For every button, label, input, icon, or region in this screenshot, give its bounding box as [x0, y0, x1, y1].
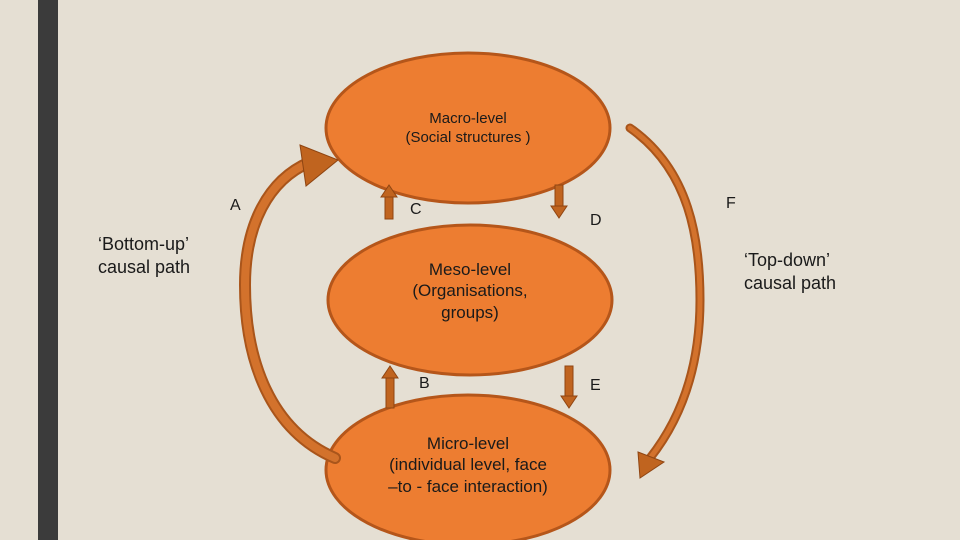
- arrow-d: [550, 184, 568, 219]
- arrow-c: [380, 184, 398, 220]
- top-down-causal-path-label: ‘Top-down’ causal path: [744, 249, 836, 294]
- arrow-e-label: E: [590, 377, 601, 394]
- meso-level-subtitle-2: groups): [441, 302, 499, 322]
- macro-level-ellipse: [324, 51, 612, 205]
- micro-level-text: Micro-level (individual level, face –to …: [358, 433, 578, 497]
- top-down-subtitle: causal path: [744, 272, 837, 293]
- macro-level-text: Macro-level (Social structures ): [368, 110, 568, 148]
- meso-level-title: Meso-level: [428, 260, 512, 279]
- bottom-up-title: ‘Bottom-up’: [98, 234, 190, 254]
- meso-level-ellipse: [326, 223, 614, 377]
- micro-level-subtitle-2: –to - face interaction): [388, 476, 548, 496]
- arrow-d-label: D: [590, 212, 602, 229]
- meso-level-text: Meso-level (Organisations, groups): [370, 259, 570, 323]
- micro-level-ellipse: [324, 393, 612, 540]
- meso-level-subtitle-1: (Organisations,: [412, 281, 528, 301]
- micro-level-title: Micro-level: [426, 434, 510, 453]
- arrow-f-label: F: [726, 195, 736, 212]
- arrow-b-label: B: [419, 375, 430, 392]
- decorative-sidebar-bar: [38, 0, 58, 540]
- arrow-a-label: A: [230, 197, 241, 214]
- arrow-e: [560, 365, 578, 409]
- arrow-a-bottom-up-curve: [238, 144, 341, 464]
- top-down-title: ‘Top-down’: [744, 250, 831, 270]
- bottom-up-causal-path-label: ‘Bottom-up’ causal path: [98, 233, 190, 278]
- macro-level-title: Macro-level: [429, 110, 507, 127]
- arrow-f-top-down-curve: [625, 123, 705, 479]
- micro-level-subtitle-1: (individual level, face: [389, 455, 547, 475]
- macro-level-subtitle: (Social structures ): [405, 128, 531, 146]
- arrow-b: [381, 365, 399, 409]
- arrow-c-label: C: [410, 201, 422, 218]
- bottom-up-subtitle: causal path: [98, 256, 191, 277]
